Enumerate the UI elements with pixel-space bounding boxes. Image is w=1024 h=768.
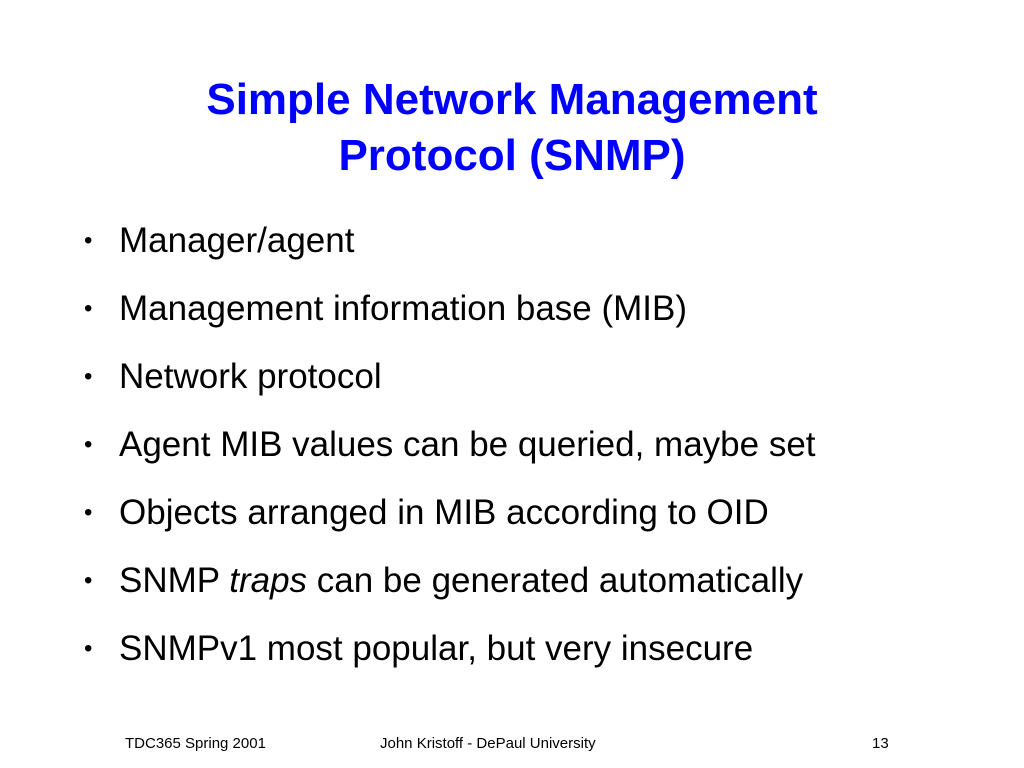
bullet-text: Network protocol — [119, 357, 382, 396]
list-item: • SNMP traps can be generated automatica… — [84, 558, 984, 626]
title-line-2: Protocol (SNMP) — [338, 131, 686, 180]
title-line-1: Simple Network Management — [206, 75, 818, 124]
bullet-text: Manager/agent — [119, 221, 355, 260]
bullet-icon: • — [84, 295, 93, 322]
bullet-icon: • — [84, 567, 93, 594]
bullet-text-suffix: can be generated automatically — [307, 561, 804, 600]
list-item: • Manager/agent — [84, 218, 984, 286]
footer-author: John Kristoff - DePaul University — [380, 735, 596, 752]
bullet-icon: • — [84, 499, 93, 526]
emphasized-term: traps — [229, 561, 308, 600]
bullet-icon: • — [84, 635, 93, 662]
slide-title: Simple Network Management Protocol (SNMP… — [0, 72, 1024, 184]
bullet-text: Management information base (MIB) — [119, 289, 688, 328]
list-item: • Objects arranged in MIB according to O… — [84, 490, 984, 558]
list-item: • SNMPv1 most popular, but very insecure — [84, 626, 984, 694]
bullet-icon: • — [84, 363, 93, 390]
list-item: • Agent MIB values can be queried, maybe… — [84, 422, 984, 490]
list-item: • Network protocol — [84, 354, 984, 422]
page-number: 13 — [872, 735, 889, 752]
bullet-text: Agent MIB values can be queried, maybe s… — [119, 425, 816, 464]
bullet-text-prefix: SNMP — [119, 561, 230, 600]
bullet-list: • Manager/agent • Management information… — [84, 218, 984, 694]
footer-course: TDC365 Spring 2001 — [125, 735, 266, 752]
bullet-icon: • — [84, 227, 93, 254]
list-item: • Management information base (MIB) — [84, 286, 984, 354]
bullet-text: Objects arranged in MIB according to OID — [119, 493, 769, 532]
bullet-text: SNMP traps can be generated automaticall… — [119, 558, 803, 604]
bullet-text: SNMPv1 most popular, but very insecure — [119, 629, 754, 668]
bullet-icon: • — [84, 431, 93, 458]
